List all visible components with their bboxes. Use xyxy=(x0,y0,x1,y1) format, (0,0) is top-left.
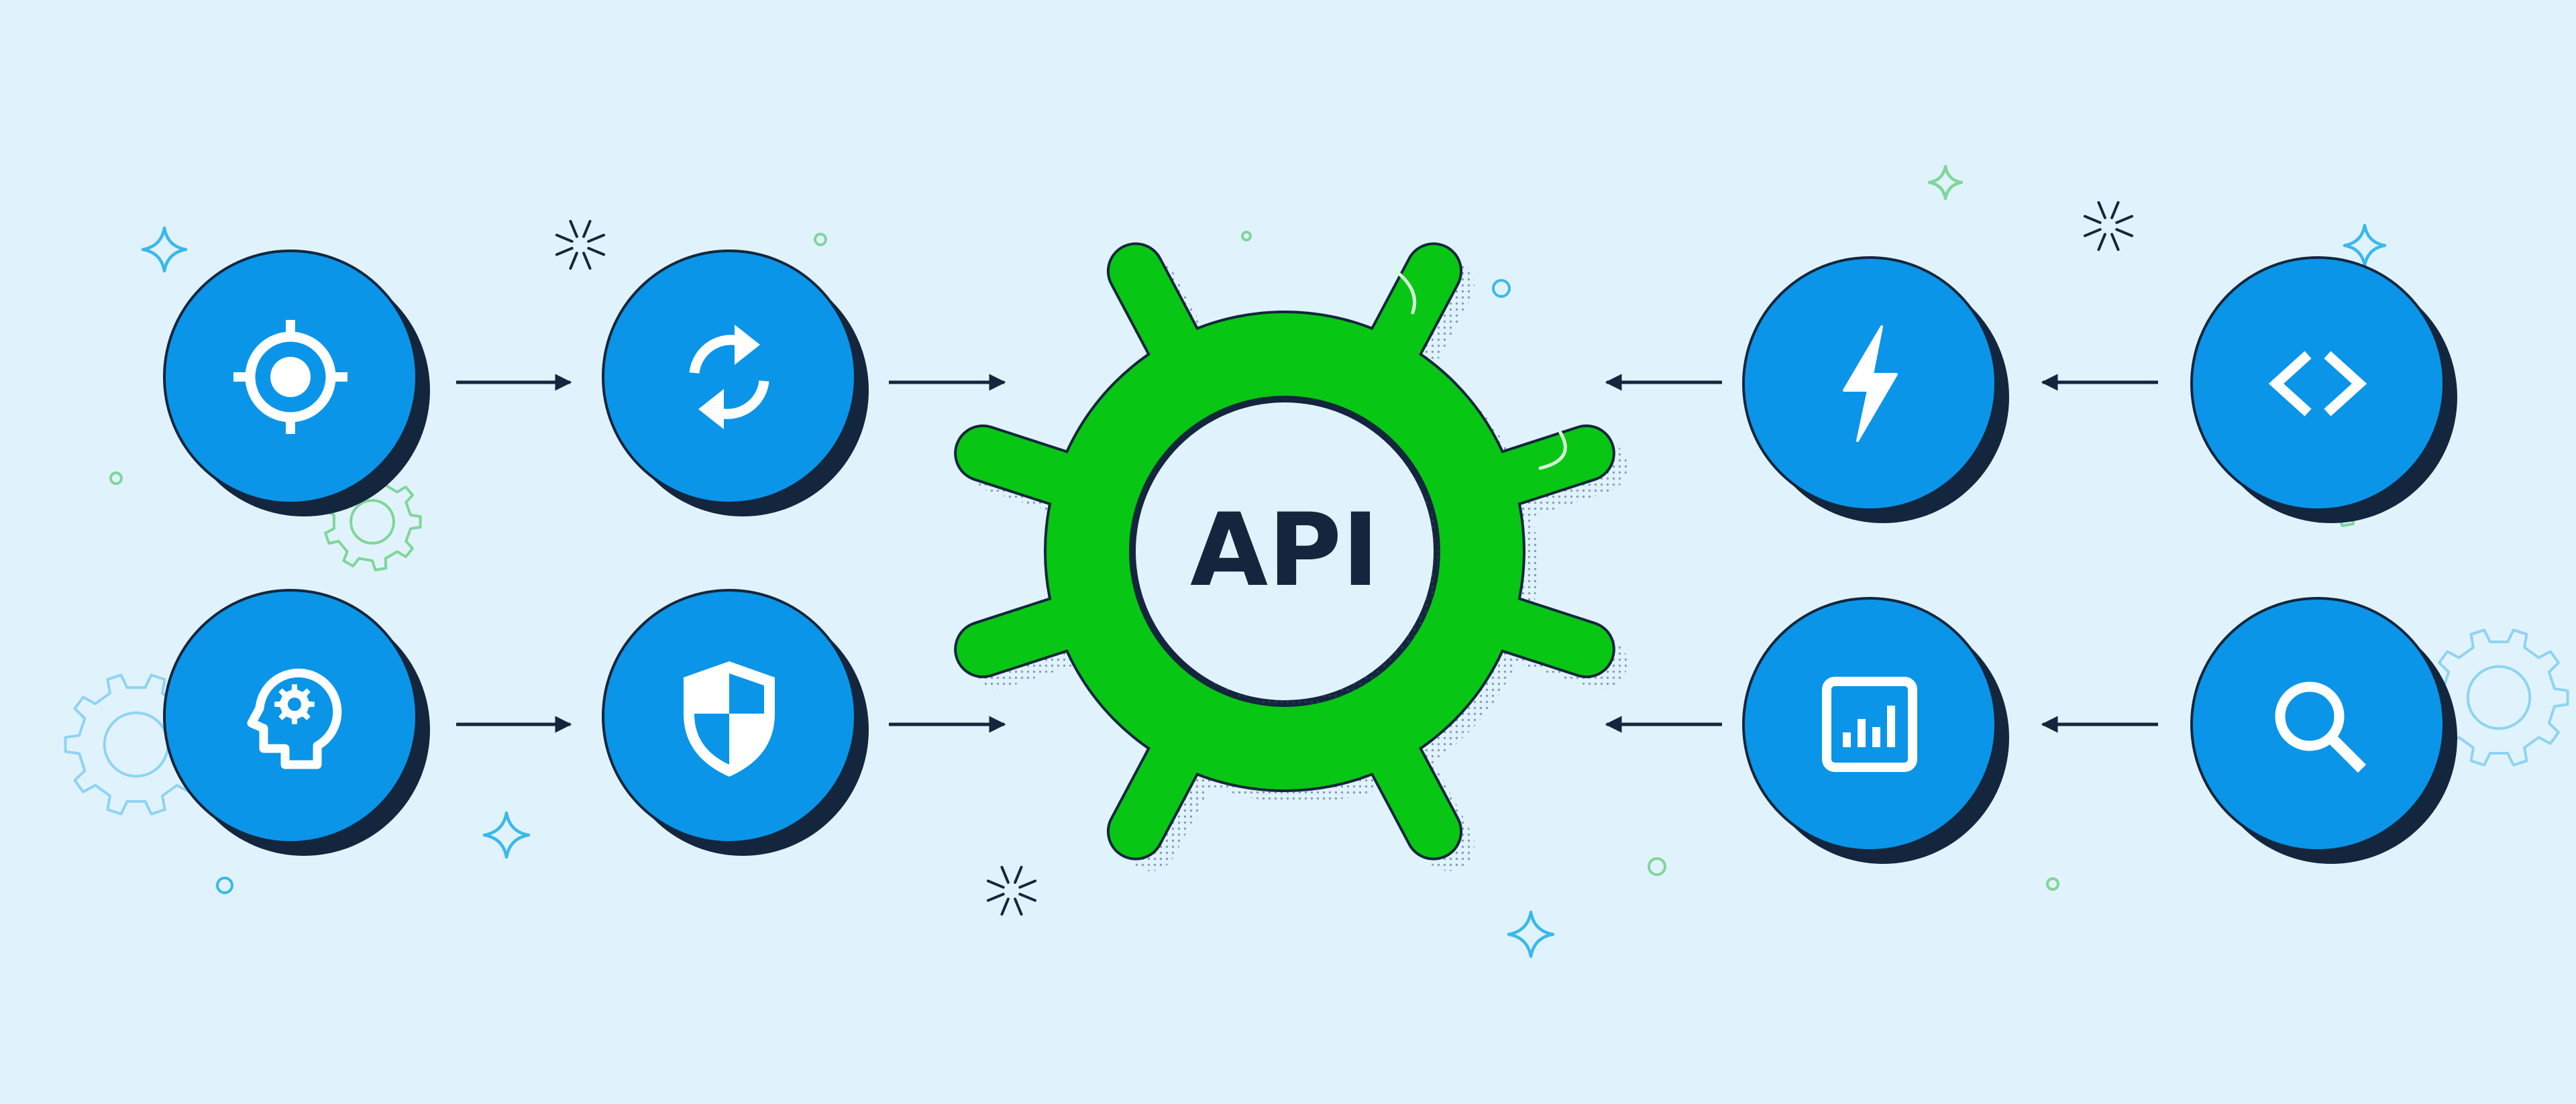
edges xyxy=(456,374,2158,733)
bar-chart-icon xyxy=(1822,677,1917,772)
node-circle xyxy=(2190,256,2445,511)
starburst-icon xyxy=(2083,201,2134,252)
node-code xyxy=(2190,256,2457,523)
node-lightning xyxy=(1742,256,2009,523)
hub-label: API xyxy=(1190,492,1379,609)
sync-icon xyxy=(689,325,769,429)
shield-icon xyxy=(684,661,775,777)
starburst-icon xyxy=(555,219,606,270)
node-target xyxy=(163,250,430,516)
node-security xyxy=(602,589,869,856)
decorative-dot xyxy=(109,472,123,485)
node-circle xyxy=(1742,597,1997,852)
hub-highlight xyxy=(1538,431,1567,470)
sparkle-icon xyxy=(482,811,531,859)
head-gear-icon xyxy=(247,668,342,769)
sparkle-icon xyxy=(141,226,188,273)
decorative-dot xyxy=(216,877,233,894)
target-icon xyxy=(233,320,347,434)
api-hub: API xyxy=(954,242,1627,871)
node-analytics xyxy=(1742,597,2009,864)
decorative-dot xyxy=(814,233,827,246)
search-icon xyxy=(2275,681,2367,773)
node-circle xyxy=(2190,597,2445,852)
code-icon xyxy=(2268,351,2367,417)
starburst-icon xyxy=(986,865,1037,916)
decorative-dot xyxy=(1648,857,1666,876)
sparkle-icon xyxy=(1927,164,1964,201)
decorative-dot xyxy=(1492,279,1511,298)
node-mind xyxy=(163,589,430,856)
hub-inner xyxy=(1136,402,1434,700)
decorative-dot xyxy=(2046,877,2059,891)
node-sync xyxy=(602,250,869,516)
hub-highlight xyxy=(1390,266,1417,315)
node-search xyxy=(2190,597,2457,864)
lightning-icon xyxy=(1843,325,1898,442)
sparkle-icon xyxy=(2343,223,2387,268)
decorative-dot xyxy=(1241,231,1252,241)
node-circle xyxy=(602,250,857,504)
nodes xyxy=(163,250,2457,864)
sparkle-icon xyxy=(1507,910,1555,958)
